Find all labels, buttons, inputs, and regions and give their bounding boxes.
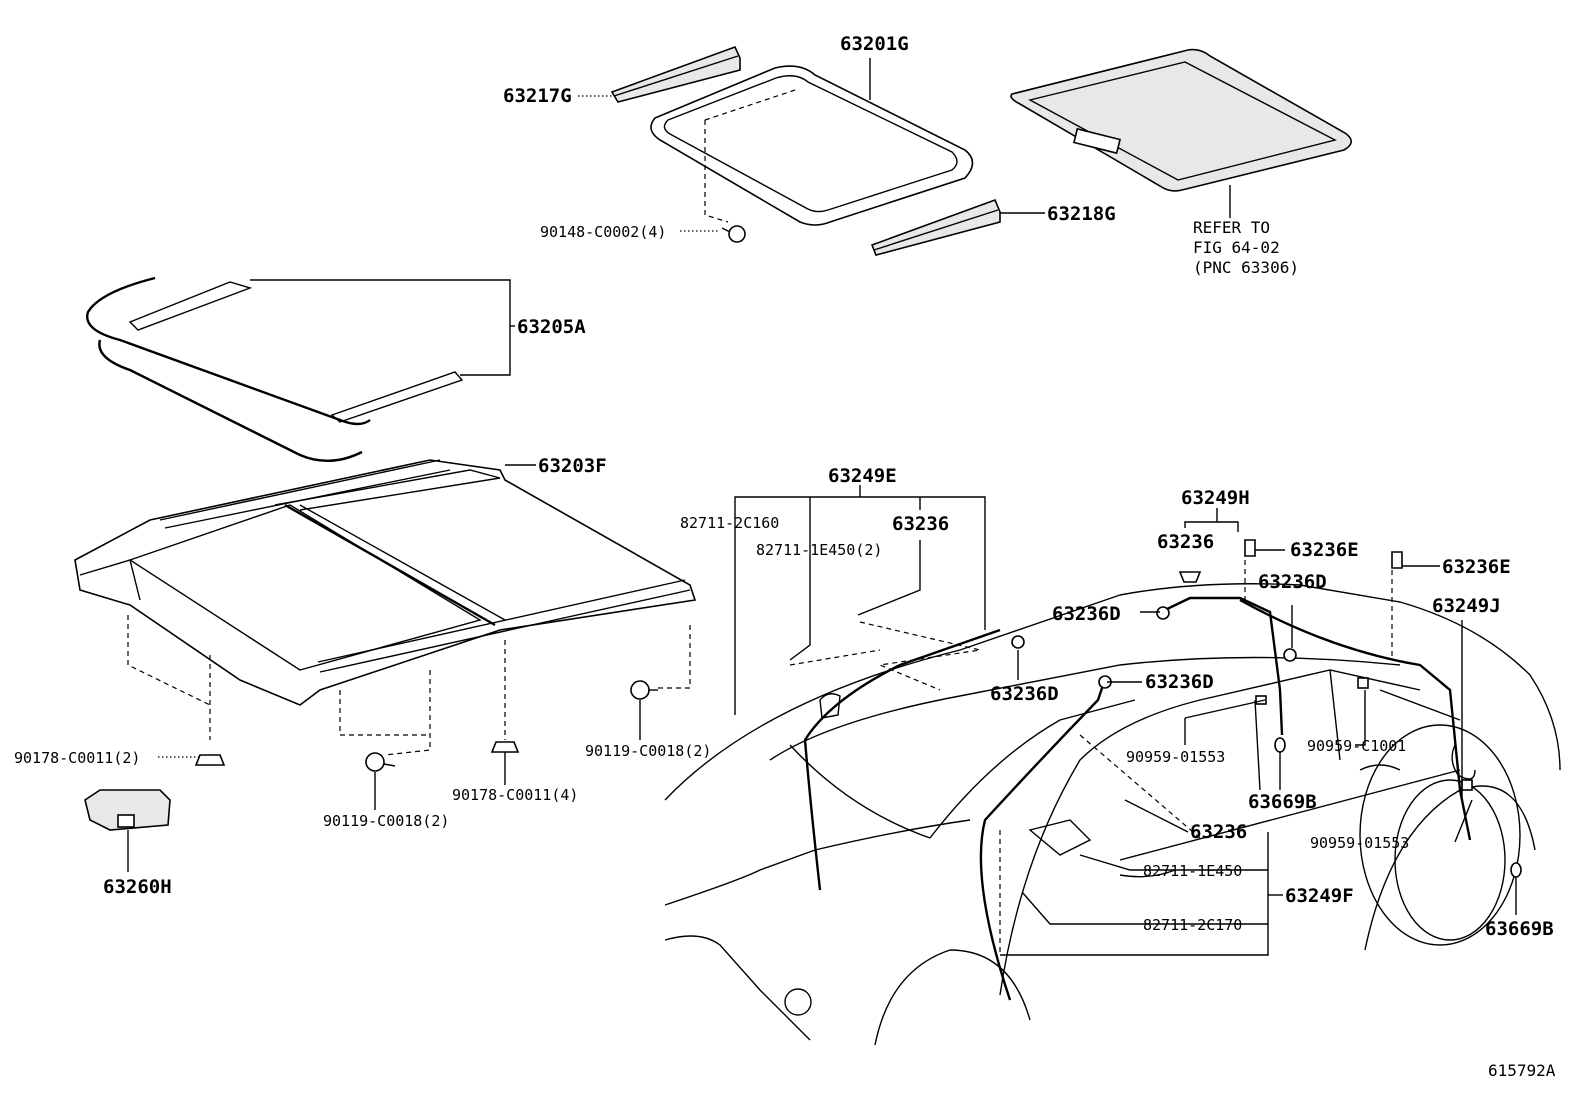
- label-63249E: 63249E: [828, 465, 897, 487]
- label-82711-2C160: 82711-2C160: [680, 514, 779, 532]
- label-63669B-b: 63669B: [1485, 918, 1554, 940]
- label-63236-b: 63236: [1157, 531, 1214, 553]
- label-90959-01553-b: 90959-01553: [1310, 834, 1409, 852]
- label-90178-center: 90178-C0011(4): [452, 786, 578, 804]
- label-63249J: 63249J: [1432, 595, 1501, 617]
- label-63236-a: 63236: [892, 513, 949, 535]
- drain-hose-63249J: [1239, 598, 1472, 841]
- label-63236D-b: 63236D: [990, 683, 1059, 705]
- screw-90148: [721, 225, 746, 243]
- label-82711-2C170: 82711-2C170: [1143, 916, 1242, 934]
- label-63669B-a: 63669B: [1248, 791, 1317, 813]
- cap-63669B-b: [1510, 862, 1522, 878]
- label-refer-to: REFER TO: [1193, 218, 1270, 237]
- drain-hose-63249E: [803, 628, 1001, 891]
- clip-90178-left: [194, 754, 226, 766]
- deflector-63218G: [870, 198, 1001, 256]
- label-63236E-a: 63236E: [1290, 539, 1359, 561]
- label-90178-left: 90178-C0011(2): [14, 749, 140, 767]
- clip-90959-01553-a: [1255, 695, 1267, 705]
- label-63260H: 63260H: [103, 876, 172, 898]
- label-63249F: 63249F: [1285, 885, 1354, 907]
- label-90959-C1001: 90959-C1001: [1307, 737, 1406, 755]
- motor-63260H: [84, 789, 171, 831]
- label-90119-right: 90119-C0018(2): [585, 742, 711, 760]
- label-63203F: 63203F: [538, 455, 607, 477]
- cap-63669B-a: [1274, 737, 1286, 753]
- clip-63236-b: [1178, 571, 1202, 583]
- label-63236D-a: 63236D: [1052, 603, 1121, 625]
- label-63236D-d: 63236D: [1258, 571, 1327, 593]
- label-63236E-b: 63236E: [1442, 556, 1511, 578]
- label-63236-c: 63236: [1190, 821, 1247, 843]
- label-63249H: 63249H: [1181, 487, 1250, 509]
- label-63236D-c: 63236D: [1145, 671, 1214, 693]
- glass-panel-63201G: [650, 65, 974, 226]
- seal-63205A: [85, 276, 464, 463]
- clip-63236E-a: [1244, 539, 1256, 557]
- label-90148-C0002: 90148-C0002(4): [540, 223, 666, 241]
- label-63205A: 63205A: [517, 316, 586, 338]
- label-63218G: 63218G: [1047, 203, 1116, 225]
- clip-90959-C1001: [1357, 677, 1369, 689]
- grommet-63236D-d: [1283, 648, 1297, 662]
- label-90959-01553-a: 90959-01553: [1126, 748, 1225, 766]
- label-refer-fig: FIG 64-02: [1193, 238, 1280, 257]
- clip-63236E-b: [1391, 551, 1403, 569]
- figure-id: 615792A: [1488, 1061, 1556, 1080]
- drain-hose-63249F: [979, 684, 1105, 1001]
- bolt-90119-center: [365, 752, 396, 772]
- label-90119-center: 90119-C0018(2): [323, 812, 449, 830]
- clip-90959-01553-b: [1461, 779, 1473, 791]
- grommet-63236D-a: [1156, 606, 1170, 620]
- label-refer-pnc: (PNC 63306): [1193, 258, 1299, 277]
- label-63201G: 63201G: [840, 33, 909, 55]
- label-82711-1E450-2: 82711-1E450(2): [756, 541, 882, 559]
- bolt-90119-right: [630, 680, 658, 700]
- label-63217G: 63217G: [503, 85, 572, 107]
- drain-hose-63249H: [1164, 596, 1284, 736]
- deflector-63217G: [610, 45, 741, 103]
- label-82711-1E450: 82711-1E450: [1143, 862, 1242, 880]
- grommet-63236D-b: [1011, 635, 1025, 649]
- car-body: [664, 583, 1561, 1046]
- sunshade-ref-63306: [1010, 48, 1353, 192]
- clip-90178-center: [490, 741, 520, 753]
- frame-63203F: [74, 459, 697, 706]
